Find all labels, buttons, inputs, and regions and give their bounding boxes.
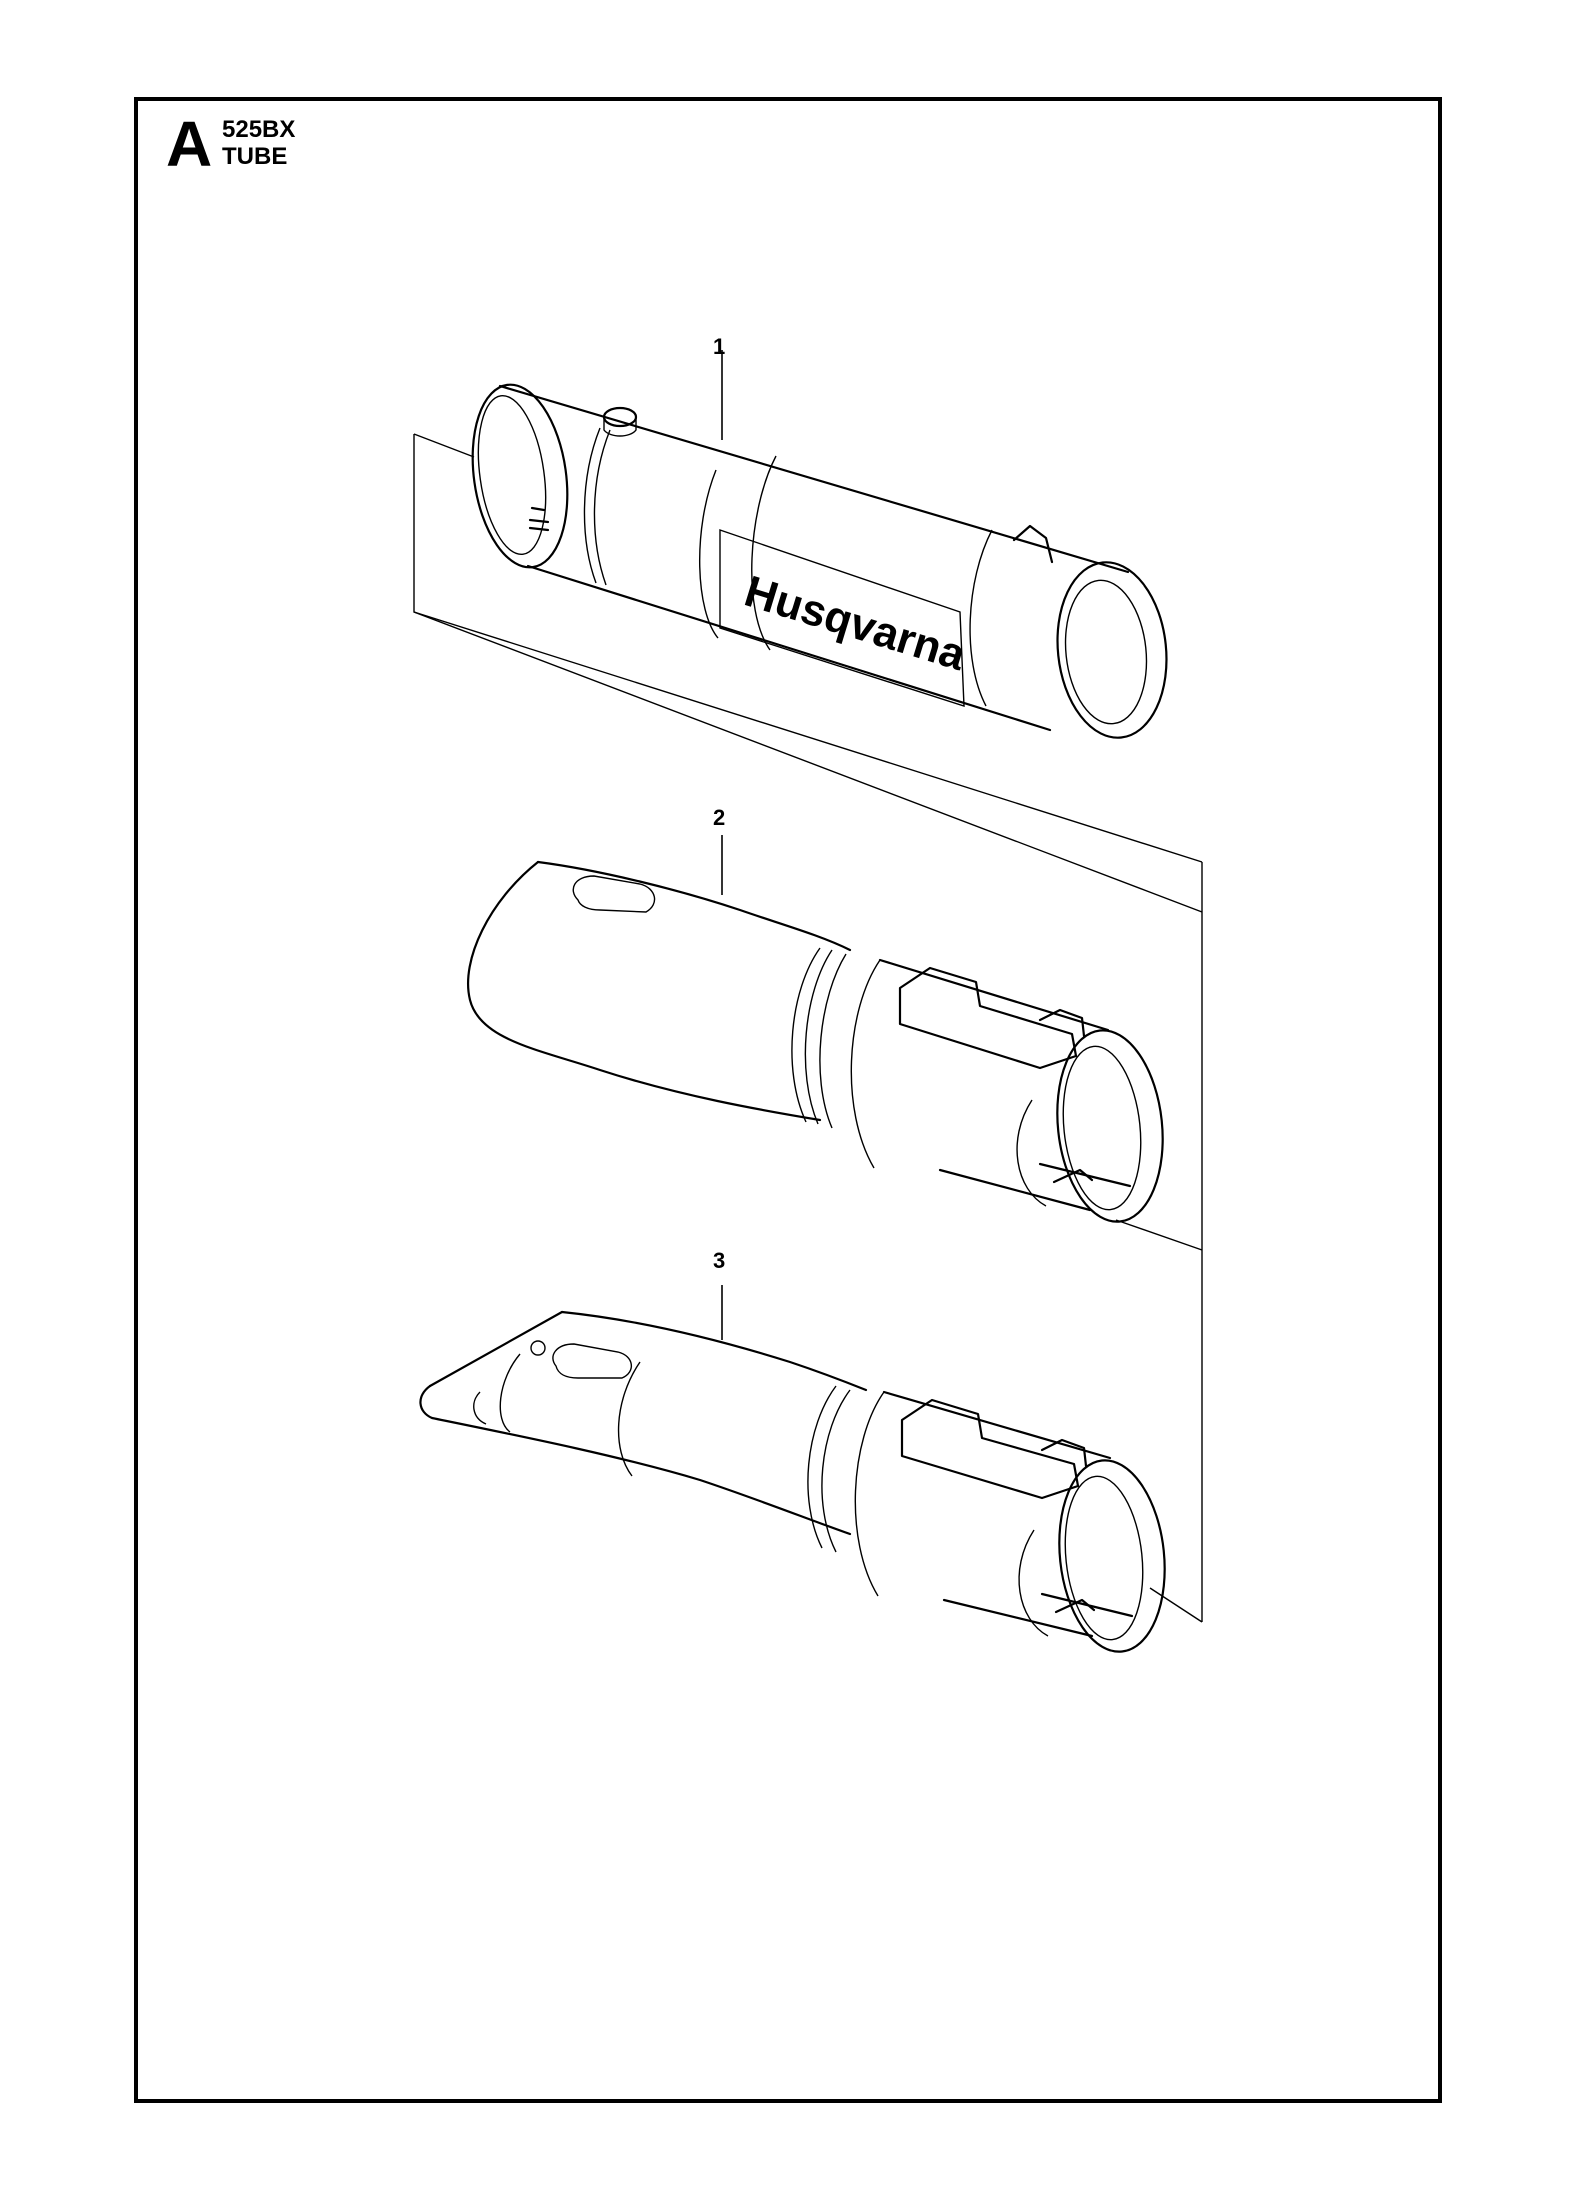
part-1-tube: 1 Husqvarna: [471, 334, 1168, 739]
callout-1: 1: [713, 334, 725, 359]
assembly-frame: [413, 433, 1203, 1623]
part-2-round-nozzle: 2: [466, 805, 1164, 1223]
callout-2: 2: [713, 805, 725, 830]
page-frame: [134, 97, 1442, 2103]
group-label: TUBE: [222, 143, 288, 170]
brand-logo-text: Husqvarna: [739, 567, 971, 681]
section-letter: A: [166, 108, 213, 180]
callout-3: 3: [713, 1248, 725, 1273]
model-label: 525BX: [222, 116, 296, 143]
part-3-flat-nozzle: 3: [419, 1248, 1166, 1653]
